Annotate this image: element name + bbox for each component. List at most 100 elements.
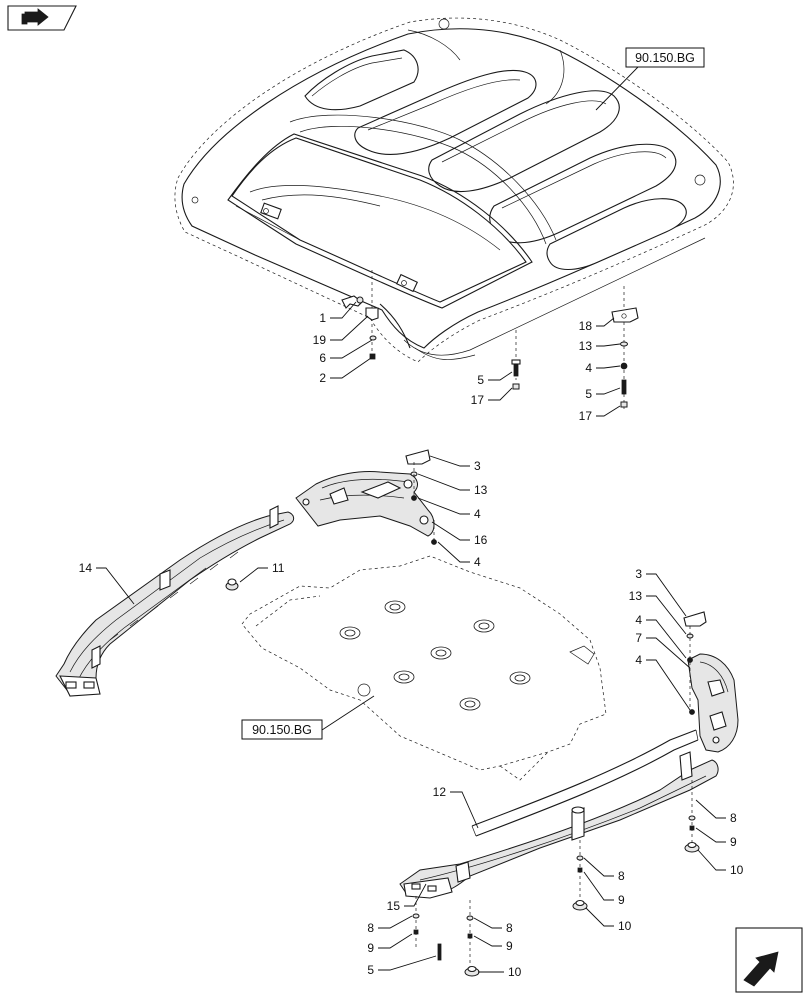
callout-number: 6 [319, 351, 326, 365]
left-trim-rail [55, 505, 295, 697]
front-trim-rail [399, 751, 719, 899]
callout-number: 16 [474, 533, 488, 547]
callout-number: 2 [319, 371, 326, 385]
callout-number: 17 [579, 409, 593, 423]
callout-9: 9 [473, 935, 513, 953]
callout-leader [473, 917, 502, 929]
callout-number: 8 [506, 921, 513, 935]
hardware-stack-center [464, 900, 480, 977]
callout-number: 18 [579, 319, 593, 333]
callout-5: 5 [367, 955, 437, 977]
callout-leader [646, 659, 691, 711]
callout-leader [596, 387, 621, 395]
seal-strip [471, 729, 699, 837]
callout-leader [697, 849, 726, 871]
clip-17a [512, 383, 520, 390]
callout-leader [378, 933, 413, 949]
reference-top[interactable]: 90.150.BG [595, 47, 705, 111]
rear-support-bracket [295, 471, 435, 537]
callout-leader [583, 857, 614, 877]
callout-number: 1 [319, 311, 326, 325]
callout-leader [488, 371, 513, 381]
callout-4: 4 [417, 497, 481, 521]
callout-number: 17 [471, 393, 485, 407]
callout-3: 3 [429, 455, 481, 473]
screw-5b [621, 379, 627, 395]
nut-4e [689, 709, 695, 715]
hardware-stack-mid [572, 840, 588, 911]
callout-leader [583, 871, 614, 901]
callout-leader [429, 455, 470, 467]
callout-14: 14 [79, 561, 135, 605]
book-arrow-icon[interactable] [7, 5, 77, 31]
bracket-3a [405, 449, 431, 465]
clip-17b [620, 401, 628, 408]
callout-13: 13 [629, 589, 687, 635]
nut-4c [431, 539, 437, 545]
callout-8: 8 [367, 915, 413, 935]
latch-handle [341, 295, 364, 309]
callout-number: 10 [618, 919, 632, 933]
callout-16: 16 [431, 521, 488, 547]
washer-6 [369, 335, 377, 341]
floor-panel [241, 555, 607, 781]
window-hinge-left [260, 202, 282, 220]
callout-number: 8 [367, 921, 374, 935]
svg-text:90.150.BG: 90.150.BG [252, 723, 312, 737]
latch-bracket [365, 307, 379, 321]
callout-leader [695, 799, 726, 819]
callout-leader [330, 315, 369, 341]
callout-leader [417, 473, 470, 491]
callout-15: 15 [387, 883, 427, 913]
roof-recess-5 [546, 198, 687, 271]
callout-leader [695, 827, 726, 843]
callout-number: 10 [730, 863, 744, 877]
callout-4: 4 [585, 361, 621, 375]
reference-bottom[interactable]: 90.150.BG [241, 695, 375, 740]
callout-9: 9 [367, 933, 413, 955]
callout-8: 8 [583, 857, 625, 883]
washer-13a [620, 341, 628, 347]
callout-9: 9 [695, 827, 737, 849]
callout-number: 9 [506, 939, 513, 953]
callout-leader [646, 619, 687, 659]
callout-leader [596, 365, 621, 369]
callout-number: 4 [585, 361, 592, 375]
callout-number: 19 [313, 333, 327, 347]
roof-recess-1 [304, 49, 419, 111]
hardware-stack-right [684, 780, 700, 853]
callout-number: 3 [635, 567, 642, 581]
callout-leader [96, 567, 135, 605]
callout-leader [646, 573, 687, 617]
nut-4a [620, 362, 628, 370]
callout-5: 5 [477, 371, 513, 387]
screw-5a [511, 359, 521, 377]
callout-number: 13 [629, 589, 643, 603]
callout-leader [596, 405, 621, 417]
callout-leader [239, 567, 268, 583]
callout-number: 12 [433, 785, 447, 799]
callout-number: 8 [618, 869, 625, 883]
next-page-arrow-icon[interactable] [735, 927, 803, 993]
callout-leader [646, 595, 687, 635]
callout-13: 13 [417, 473, 488, 497]
callout-number: 14 [79, 561, 93, 575]
callout-leader [473, 935, 502, 947]
callout-leader [450, 791, 479, 829]
callout-11: 11 [239, 561, 285, 583]
callout-2: 2 [319, 357, 372, 385]
callout-18: 18 [579, 317, 615, 333]
callout-number: 3 [474, 459, 481, 473]
callout-19: 19 [313, 315, 369, 347]
callout-leader [378, 915, 413, 929]
callout-number: 4 [635, 613, 642, 627]
callout-leader [378, 955, 437, 971]
callout-leader [646, 637, 691, 669]
callout-number: 7 [635, 631, 642, 645]
callout-number: 11 [272, 561, 285, 575]
callout-leader [431, 521, 470, 541]
callout-4: 4 [635, 613, 687, 659]
callout-number: 4 [474, 507, 481, 521]
